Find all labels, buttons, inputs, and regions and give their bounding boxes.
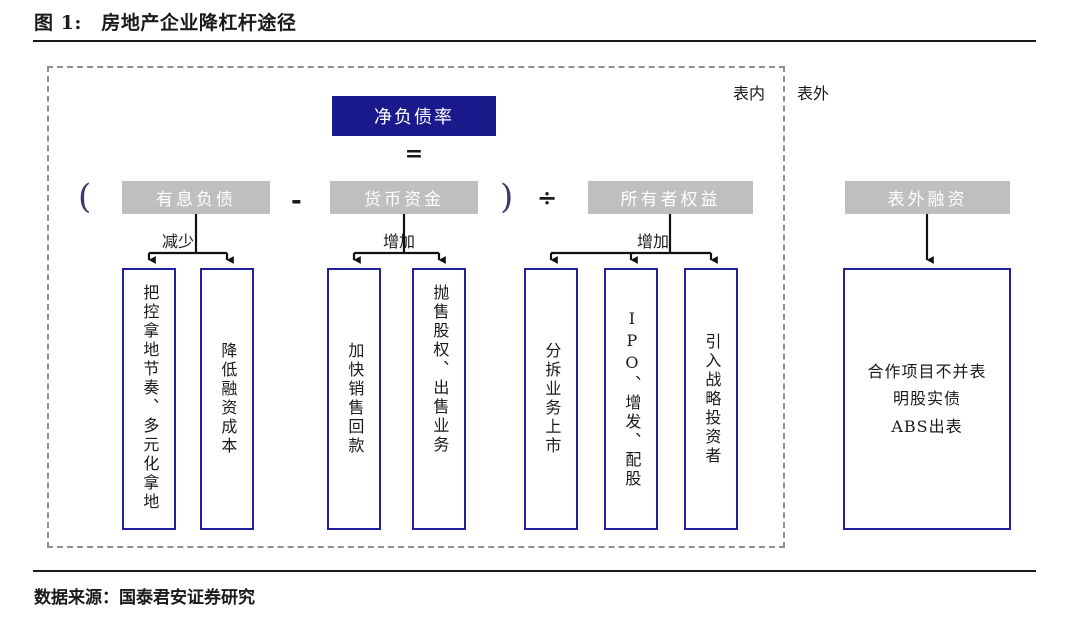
source-note: 数据来源：国泰君安证券研究 — [34, 588, 255, 608]
leaf-text: 把控拿地节奏、多元化拿地 — [140, 284, 160, 512]
off-balance-sheet-methods-box: 合作项目不并表明股实债 ABS出表 — [843, 268, 1011, 530]
leaf-text: 加快销售回款 — [345, 342, 365, 456]
leaf-box-lower-financing-cost: 降低融资成本 — [200, 268, 254, 530]
right-parenthesis: ) — [500, 177, 514, 217]
minus-operator: - — [291, 186, 302, 216]
leaf-text: 分拆业务上市 — [542, 342, 562, 456]
footer-divider — [33, 570, 1036, 572]
leaf-box-land-acquisition-pace: 把控拿地节奏、多元化拿地 — [122, 268, 176, 530]
leaf-box-sell-equity-and-business: 抛售股权、出售业务 — [412, 268, 466, 530]
divide-operator: ÷ — [537, 183, 558, 212]
connector-label-equity: 增加 — [637, 232, 670, 251]
leaf-box-ipo-placement: IPO、增发、配股 — [604, 268, 658, 530]
off-balance-sheet-method-line: 合作项目不并表 — [867, 362, 987, 382]
term-owners-equity: 所有者权益 — [588, 181, 753, 214]
off-balance-sheet-methods-text: 合作项目不并表明股实债 ABS出表 — [867, 358, 986, 440]
leaf-box-spin-off-listing: 分拆业务上市 — [524, 268, 578, 530]
connector-label-debt: 减少 — [162, 232, 195, 251]
leaf-text: IPO、增发、配股 — [622, 309, 642, 489]
net-gearing-ratio-box: 净负债率 — [332, 96, 496, 136]
off-balance-sheet-method-line: 明股实债 — [892, 389, 961, 409]
leaf-text: 抛售股权、出售业务 — [430, 284, 450, 455]
on-balance-sheet-label: 表内 — [733, 84, 766, 103]
title-divider — [33, 40, 1036, 42]
page-title: 图 1: 房地产企业降杠杆途径 — [34, 12, 297, 34]
leaf-box-accelerate-sales-collection: 加快销售回款 — [327, 268, 381, 530]
equals-sign: = — [404, 141, 424, 167]
term-interest-bearing-debt: 有息负债 — [122, 181, 270, 214]
off-balance-sheet-method-line: ABS出表 — [891, 416, 963, 436]
on-balance-sheet-frame — [47, 66, 785, 548]
connector-label-cash: 增加 — [383, 232, 416, 251]
leaf-text: 引入战略投资者 — [702, 332, 722, 466]
term-monetary-funds: 货币资金 — [330, 181, 478, 214]
leaf-text: 降低融资成本 — [218, 342, 238, 456]
leaf-box-strategic-investor: 引入战略投资者 — [684, 268, 738, 530]
left-parenthesis: ( — [78, 177, 92, 217]
term-off-balance-financing: 表外融资 — [845, 181, 1010, 214]
off-balance-sheet-label: 表外 — [797, 84, 830, 103]
